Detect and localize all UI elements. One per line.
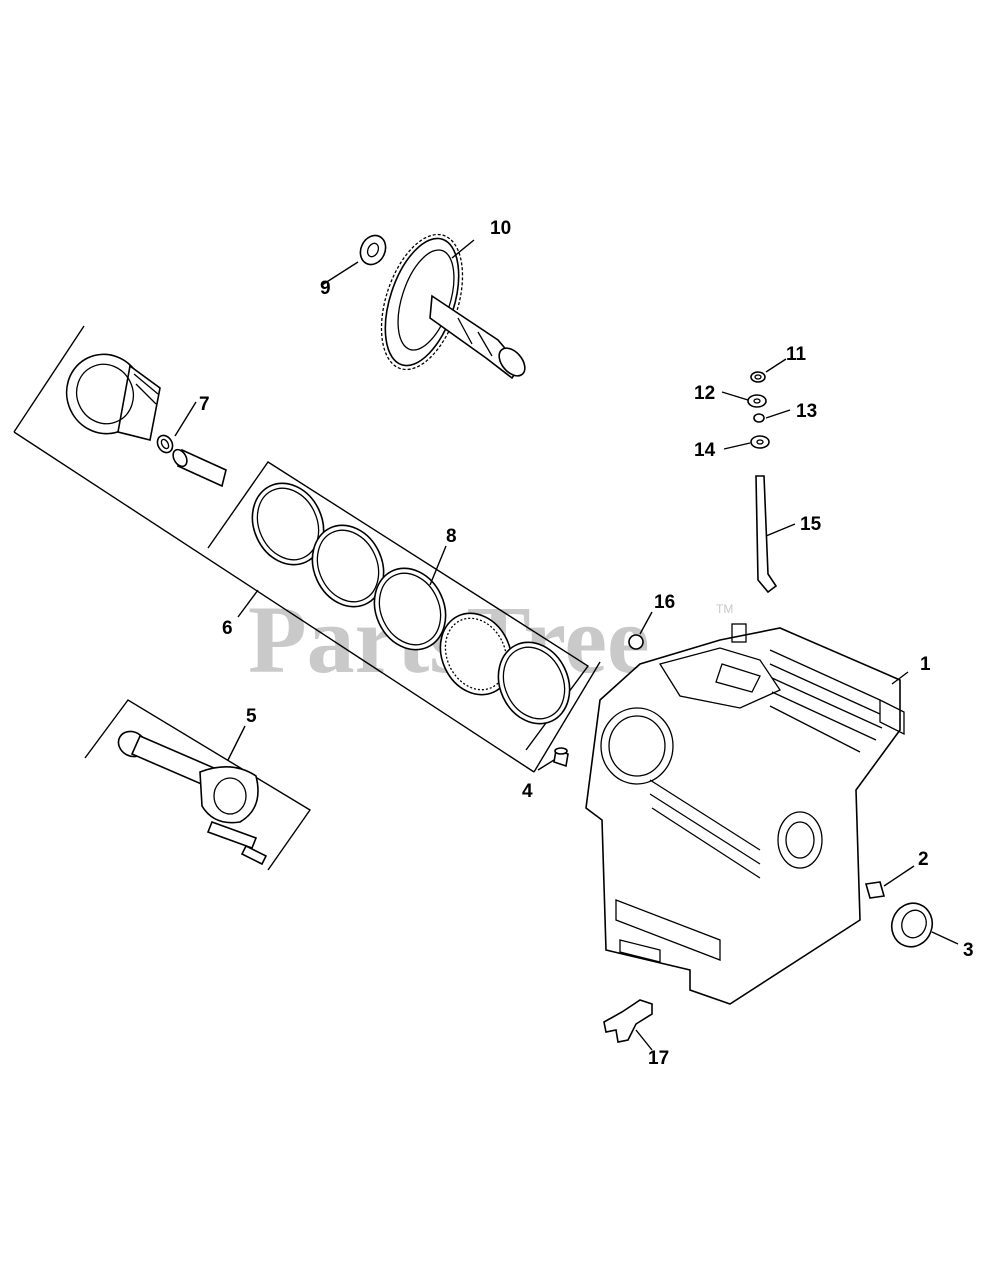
callout-2: 2 [918, 849, 929, 870]
callout-5: 5 [246, 706, 257, 727]
oil-seal-icon[interactable] [886, 897, 939, 952]
nut-icon[interactable] [750, 371, 766, 383]
callout-17: 17 [648, 1048, 669, 1069]
piston-ring-set-icon[interactable] [239, 472, 582, 736]
fitting-icon[interactable] [603, 999, 653, 1043]
dowel-pin-icon[interactable] [553, 747, 569, 768]
shim-icon[interactable] [356, 231, 390, 268]
callout-9: 9 [320, 278, 331, 299]
governor-lever-icon[interactable] [755, 475, 778, 594]
plug-icon-2[interactable] [864, 881, 886, 899]
crankcase-icon[interactable] [585, 623, 905, 1005]
piston-icon[interactable] [54, 342, 161, 447]
callout-6: 6 [222, 618, 233, 639]
piston-assembly-bracket [13, 325, 601, 773]
callout-1: 1 [920, 654, 931, 675]
piston-pin-icon[interactable] [170, 447, 227, 488]
callout-11: 11 [786, 344, 807, 365]
callout-labels: 1 2 3 4 5 6 7 8 9 10 11 12 13 14 15 16 1… [199, 218, 974, 1069]
washer-icon-12[interactable] [747, 394, 767, 408]
callout-12: 12 [694, 383, 715, 404]
callout-8: 8 [446, 526, 457, 547]
callout-7: 7 [199, 394, 210, 415]
camshaft-icon[interactable] [366, 224, 530, 380]
callout-16: 16 [654, 592, 675, 613]
bushing-icon[interactable] [753, 413, 765, 423]
callout-15: 15 [800, 514, 822, 535]
callout-10: 10 [490, 218, 511, 239]
washer-icon-14[interactable] [750, 435, 770, 449]
callout-14: 14 [694, 440, 716, 461]
callout-3: 3 [963, 940, 974, 961]
callout-4: 4 [522, 781, 533, 802]
retaining-ring-icon[interactable] [154, 433, 175, 456]
connecting-rod-icon[interactable] [114, 727, 268, 866]
callout-13: 13 [796, 401, 817, 422]
plug-icon-16[interactable] [628, 634, 644, 650]
watermark-trademark: TM [716, 602, 733, 616]
connecting-rod-bracket [84, 699, 312, 871]
leader-lines [174, 239, 959, 1051]
